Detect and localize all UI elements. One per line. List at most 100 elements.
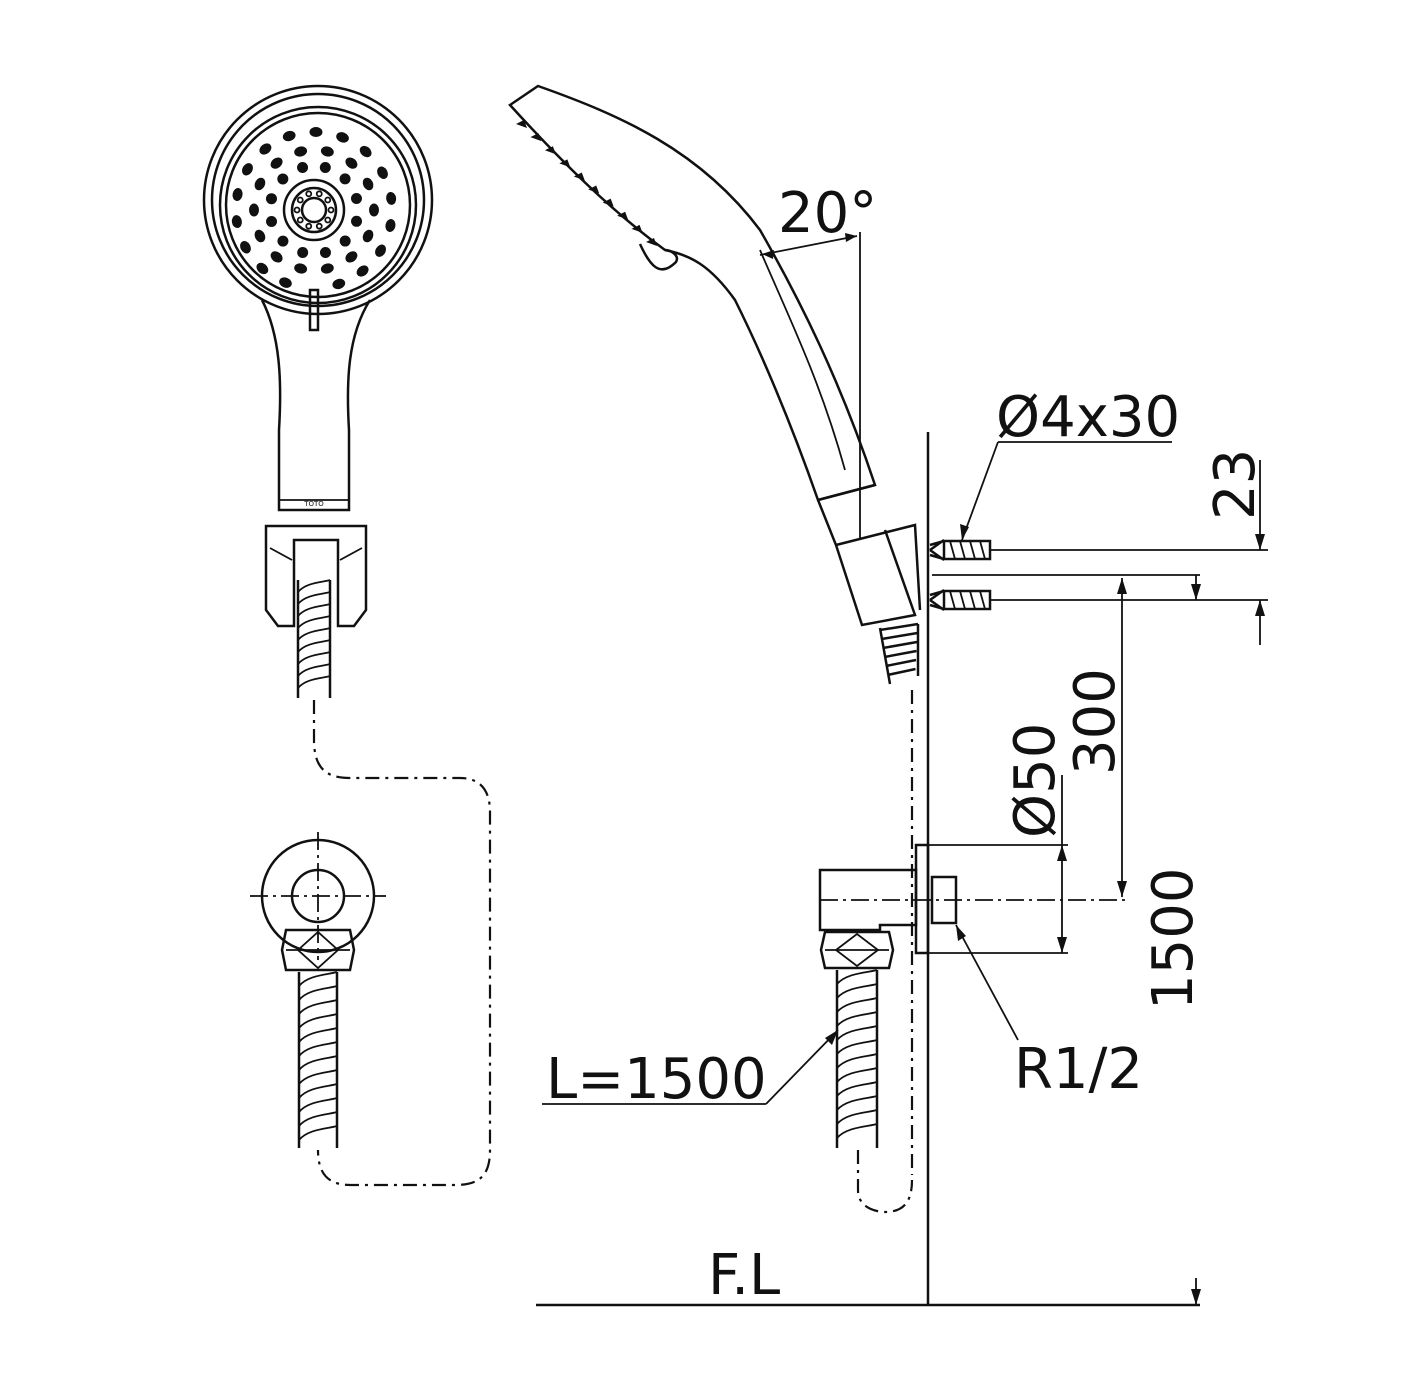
hose-coil [297,627,331,641]
hose-coil [836,1039,878,1055]
hose-coil [298,1069,338,1085]
anchor-fins [929,588,945,612]
nozzle-hole [336,132,349,143]
side-spray-nozzles [516,120,657,246]
side-nozzle [559,159,571,168]
side-nozzle [530,133,542,142]
hose-coil [836,1067,878,1083]
inner-nozzle [293,206,301,214]
hose-coil [297,651,331,665]
nozzle-hole [277,235,289,247]
nozzle-hole [356,265,369,277]
bracket-height-label: 300 [1063,668,1128,775]
wall-anchors [929,538,992,612]
nozzle-hole [254,229,266,243]
side-nozzle [646,238,657,246]
inner-nozzle [327,206,335,214]
spray-nozzles [231,127,397,290]
hose-coil [298,1041,338,1057]
inner-nozzle [324,216,332,224]
side-nozzle [516,120,527,128]
front-view-hand-shower: TOTO [202,84,492,1187]
nozzle-hole [266,215,278,227]
nozzle-hole [309,127,323,138]
hose-coil [298,985,338,1001]
hose-coil [298,1111,338,1127]
nozzle-hole [339,173,351,185]
nozzle-hole [259,143,272,155]
nozzle-hole [277,173,289,185]
hose-coil [297,591,331,605]
nozzle-hole [297,247,309,259]
nozzle-hole [294,146,308,157]
nozzle-hole [231,215,242,229]
hose-coil [298,1055,338,1071]
coil-ring [887,667,916,677]
nozzle-hole [319,161,331,173]
hose-coil [298,971,338,987]
hose-coil [297,603,331,617]
coil-ring [881,631,918,641]
nozzle-hole [369,203,379,217]
nozzle-hole [320,146,334,157]
brand-mark: TOTO [303,500,324,508]
hose-coil [298,1125,338,1141]
side-hose-coil-upper [878,622,920,685]
angle-label: 20° [778,181,877,246]
nozzle-hole [256,262,269,275]
hose-coil [298,999,338,1015]
inner-nozzle [296,196,304,204]
nozzle-hole [345,157,358,169]
coil-ring [885,658,917,668]
nozzle-hole [240,241,251,254]
inner-nozzle [305,190,313,198]
hose-coil [298,1013,338,1029]
nozzle-hole [345,251,358,263]
screw-label: Ø4x30 [996,385,1180,450]
hose-segment-upper [296,579,332,698]
hose-coil [836,1123,878,1139]
hose-coil [836,1025,878,1041]
hose-length-label: L=1500 [546,1047,767,1112]
nozzle-hole [339,235,351,247]
hose-coil [297,639,331,653]
coil-ring [879,622,919,632]
nozzle-hole [332,278,346,290]
anchor-fins [929,538,945,562]
nozzle-hole [297,162,309,174]
inner-nozzle [315,190,323,198]
side-nozzle [602,198,614,207]
nozzle-hole [377,166,388,179]
nozzle-hole [359,145,372,158]
nozzle-hole [320,263,334,274]
side-view [508,84,1128,1305]
nozzle-hole [385,219,396,232]
nozzle-hole [351,215,363,227]
hose-coil [836,1011,878,1027]
side-nozzle [544,146,556,155]
inner-nozzle [324,196,332,204]
thread-label: R1/2 [1014,1037,1143,1102]
hose-coil [836,969,878,985]
nozzle-hole [232,188,243,201]
hose-coil [836,1053,878,1069]
inner-nozzle [315,222,323,230]
nozzle-hole [350,193,362,205]
side-nozzle [631,224,643,233]
nozzle-hole [375,244,386,257]
side-nozzle [573,172,585,181]
nozzle-hole [254,177,266,191]
hose-coil [836,997,878,1013]
inner-nozzle [305,222,313,230]
side-hose-lower [835,969,879,1148]
hose-coil [298,1027,338,1043]
hose-coil [836,1109,878,1125]
nozzle-hole [282,130,296,142]
side-nozzle [617,211,629,220]
hose-coil [836,1095,878,1111]
nozzle-hole [270,157,283,169]
nozzle-hole [386,191,397,205]
nozzle-hole [249,203,259,217]
nozzle-hole [294,263,308,274]
flange-diameter-label: Ø50 [1003,723,1068,838]
